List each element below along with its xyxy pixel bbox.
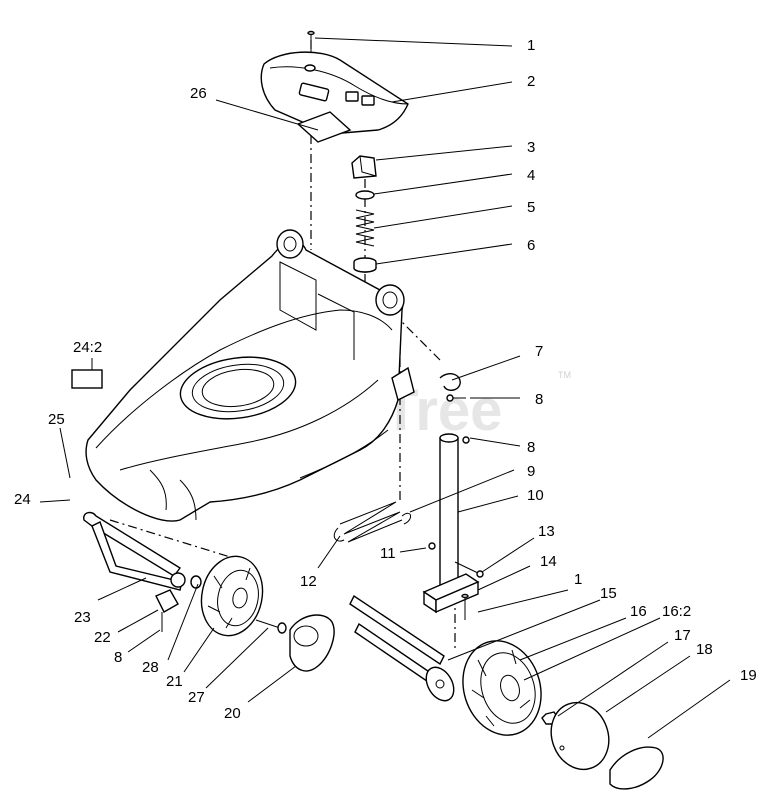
callout-24: 24: [14, 491, 31, 508]
pin-part-11: [428, 542, 436, 550]
bolt-part-27: [255, 619, 287, 634]
callout-28: 28: [142, 659, 159, 676]
callout-23: 23: [74, 609, 91, 626]
rear-wheel-part-16: [462, 640, 542, 736]
callout-3: 3: [527, 139, 535, 156]
callout-13: 13: [538, 523, 555, 540]
screw-part-8-upper: [446, 394, 466, 402]
watermark-trademark: TM: [558, 370, 571, 380]
callout-8-middle: 8: [527, 439, 535, 456]
callout-9: 9: [527, 463, 535, 480]
callout-26: 26: [190, 85, 207, 102]
label-plate-part-24-2: [71, 369, 103, 389]
callout-19: 19: [740, 667, 757, 684]
spring-part-5: [355, 209, 375, 247]
callout-14: 14: [540, 553, 557, 570]
rear-post-part-10: [439, 433, 470, 589]
callout-11: 11: [380, 545, 396, 562]
callout-12: 12: [300, 573, 317, 590]
callout-17: 17: [674, 627, 691, 644]
callout-15: 15: [600, 585, 617, 602]
bolt-part-13: [454, 561, 484, 578]
front-axle-axis-line: [109, 519, 241, 561]
callout-16: 16: [630, 603, 647, 620]
callout-21: 21: [166, 673, 183, 690]
clip-part-7: [439, 373, 461, 391]
rear-axle-part-15: [349, 594, 455, 702]
handle-cover-part-2: [260, 51, 409, 135]
callout-2: 2: [527, 73, 535, 90]
callout-25: 25: [48, 411, 65, 428]
decal-part-26: [296, 111, 352, 143]
mower-deck-housing: [85, 229, 415, 522]
callout-8-lower: 8: [114, 649, 122, 666]
hubcap-part-20: [289, 614, 335, 672]
spacer-part-28: [190, 575, 202, 589]
callout-10: 10: [527, 487, 544, 504]
callout-24-2: 24:2: [73, 339, 102, 356]
callout-1-lower: 1: [574, 571, 582, 588]
callout-22: 22: [94, 629, 111, 646]
cover-part-19: [609, 746, 664, 790]
front-axle-part-23: [83, 511, 186, 591]
callout-1-top: 1: [527, 37, 535, 54]
callout-5: 5: [527, 199, 535, 216]
callout-7: 7: [535, 343, 543, 360]
bracket-part-22: [155, 589, 179, 613]
bracket-block-part-14: [422, 573, 480, 614]
callout-20: 20: [224, 705, 241, 722]
front-wheel-part-21: [200, 555, 264, 637]
callout-4: 4: [527, 167, 535, 184]
callout-27: 27: [188, 689, 205, 706]
bolt-part-1-lower: [461, 593, 469, 620]
callout-6: 6: [527, 237, 535, 254]
hubcap-part-18: [550, 701, 610, 771]
callout-16-2: 16:2: [662, 603, 691, 620]
bushing-part-6: [353, 257, 377, 273]
callout-18: 18: [696, 641, 713, 658]
washer-part-4: [355, 190, 375, 200]
callout-8-upper: 8: [535, 391, 543, 408]
extension-spring-part-12: [333, 501, 411, 543]
knob-part-3: [351, 155, 377, 179]
leader-lines: [39, 37, 731, 739]
